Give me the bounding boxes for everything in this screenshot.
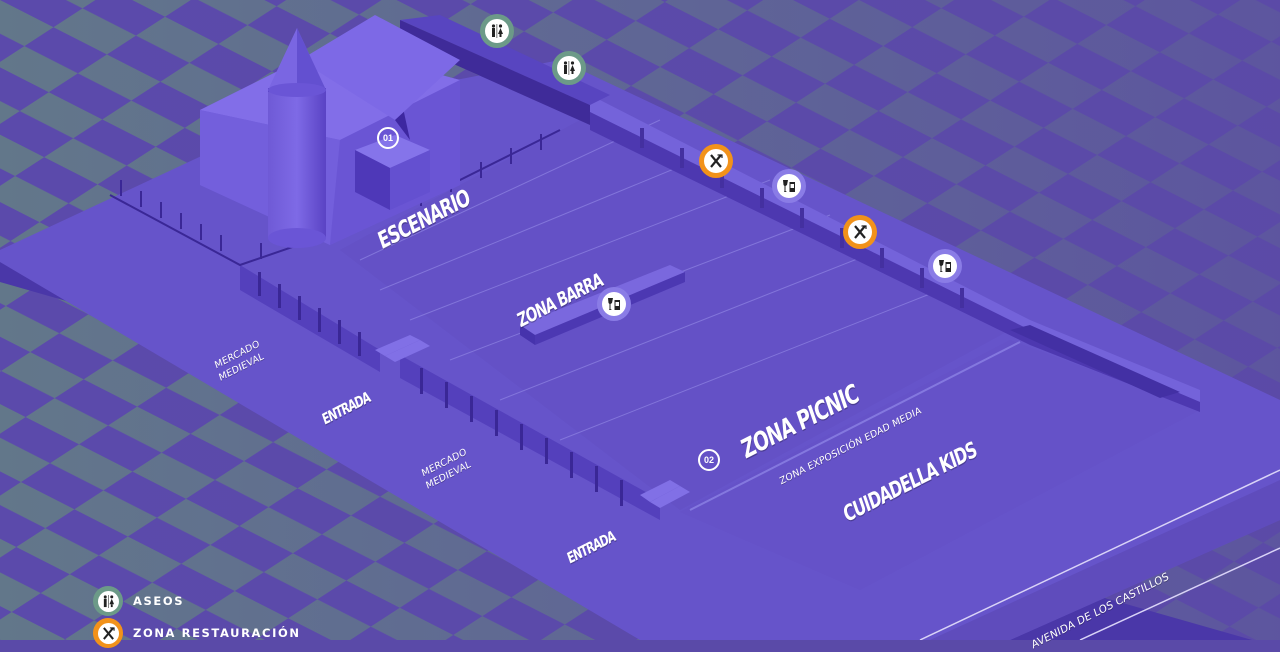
drinks-icon <box>783 180 795 192</box>
fork-knife-icon <box>102 626 115 640</box>
zone-number-escenario[interactable]: 01 <box>377 127 399 149</box>
pin-aseos-1[interactable] <box>480 14 514 48</box>
field-area <box>340 120 1010 510</box>
pin-restauracion-1[interactable] <box>699 144 733 178</box>
restroom-icon <box>491 24 503 38</box>
kids-area <box>680 340 1200 590</box>
drinks-icon <box>608 298 620 310</box>
restroom-icon <box>103 594 114 608</box>
back-wall <box>400 15 610 105</box>
zone-number-picnic[interactable]: 02 <box>698 449 720 471</box>
pin-barra-2[interactable] <box>928 249 962 283</box>
legend-item-restauracion: ZONA RESTAURACIÓN <box>93 618 301 648</box>
pin-barra-1[interactable] <box>772 169 806 203</box>
left-stepped-wall <box>240 265 380 372</box>
legend-label-restauracion: ZONA RESTAURACIÓN <box>133 626 301 640</box>
street-strip <box>930 480 1280 640</box>
fork-knife-icon <box>854 225 867 239</box>
pin-barra-3[interactable] <box>597 287 631 321</box>
castle-stage <box>109 15 561 267</box>
legend-item-aseos: ASEOS <box>93 586 184 616</box>
legend-aseos-badge <box>93 586 123 616</box>
pin-aseos-2[interactable] <box>552 51 586 85</box>
restroom-icon <box>563 61 575 75</box>
fork-knife-icon <box>710 154 723 168</box>
drinks-icon <box>939 260 951 272</box>
legend-restauracion-badge <box>93 618 123 648</box>
legend-label-aseos: ASEOS <box>133 594 185 608</box>
pin-restauracion-2[interactable] <box>843 215 877 249</box>
